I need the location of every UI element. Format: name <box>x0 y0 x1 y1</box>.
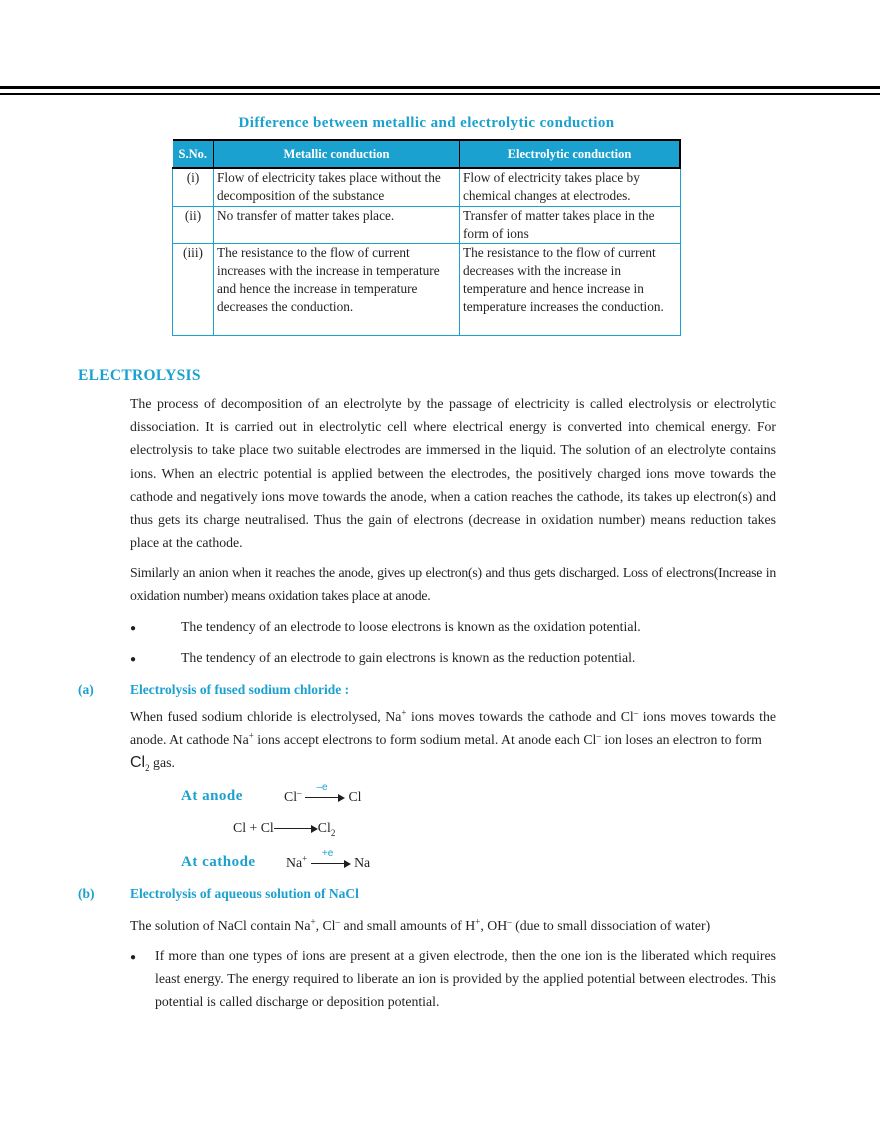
section-a-paragraph: When fused sodium chloride is electrolys… <box>130 705 776 775</box>
bullet-reduction: The tendency of an electrode to gain ele… <box>181 650 636 665</box>
text-run: , OH <box>480 918 508 933</box>
text-run: and small amounts of H <box>340 918 476 933</box>
section-b-paragraph: The solution of NaCl contain Na+, Cl– an… <box>130 914 776 937</box>
section-heading-electrolysis: ELECTROLYSIS <box>78 367 201 384</box>
bullet-discharge-potential: If more than one types of ions are prese… <box>155 948 776 1010</box>
arrow-label: –e <box>316 781 328 793</box>
text-run: When fused sodium chloride is electrolys… <box>130 709 402 724</box>
header-electrolytic: Electrolytic conduction <box>459 139 681 169</box>
text-run: Cl <box>130 754 146 772</box>
table-title: Difference between metallic and electrol… <box>238 115 615 131</box>
cell-metallic: The resistance to the flow of current in… <box>213 242 460 336</box>
subscript: 2 <box>330 827 336 838</box>
cell-electrolytic: Transfer of matter takes place in the fo… <box>459 205 681 244</box>
electrolysis-paragraph-1: The process of decomposition of an elect… <box>130 396 776 551</box>
eq-term: Cl <box>284 789 298 804</box>
header-rule-thick <box>0 86 880 89</box>
header-metallic: Metallic conduction <box>213 139 460 169</box>
reaction-arrow-icon: +e <box>310 848 351 869</box>
electrolysis-paragraph-2: Similarly an anion when it reaches the a… <box>130 565 776 604</box>
comparison-table: S.No. Metallic conduction Electrolytic c… <box>172 139 681 336</box>
superscript: + <box>401 707 407 718</box>
section-a-label: (a) <box>78 682 94 697</box>
table-header-row: S.No. Metallic conduction Electrolytic c… <box>172 139 681 169</box>
bullet-icon: ● <box>130 654 137 665</box>
bullet-icon: ● <box>130 623 137 634</box>
superscript: + <box>302 853 308 864</box>
text-run: ions moves towards the anode. At cathode… <box>130 709 777 748</box>
superscript: – <box>633 707 639 718</box>
text-run: , Cl <box>315 918 336 933</box>
superscript: + <box>310 916 316 927</box>
cell-metallic: Flow of electricity takes place without … <box>213 167 460 207</box>
eq-term: Na <box>286 855 303 870</box>
text-run: ions accept electrons to form sodium met… <box>253 732 597 748</box>
superscript: – <box>507 916 512 927</box>
section-a-title: Electrolysis of fused sodium chloride : <box>130 682 350 697</box>
table-row: (iii) The resistance to the flow of curr… <box>172 242 681 336</box>
text-run: (due to small dissociation of water) <box>511 918 711 933</box>
cell-metallic: No transfer of matter takes place. <box>213 205 460 244</box>
superscript: – <box>297 787 302 798</box>
eq-term: Cl <box>348 789 362 804</box>
superscript: + <box>475 916 481 927</box>
superscript: – <box>596 730 601 741</box>
text-run: gas. <box>149 755 175 771</box>
subscript: 2 <box>145 763 150 774</box>
cell-sno: (iii) <box>172 242 214 336</box>
anode-equation-2: Cl + Cl Cl2 <box>233 820 336 838</box>
cathode-equation: Na+ +e Na <box>286 848 371 871</box>
cell-electrolytic: The resistance to the flow of current de… <box>459 242 681 336</box>
text-run: ion loses an electron to form <box>600 732 762 748</box>
reaction-arrow-icon: –e <box>305 782 345 803</box>
cell-sno: (ii) <box>172 205 214 244</box>
section-b-title: Electrolysis of aqueous solution of NaCl <box>130 886 359 901</box>
superscript: + <box>248 730 254 741</box>
header-sno: S.No. <box>172 139 214 169</box>
cathode-label: At cathode <box>181 854 256 870</box>
eq-term: Cl + Cl <box>233 820 274 835</box>
anode-label: At anode <box>181 788 243 804</box>
text-run: The solution of NaCl contain Na <box>130 918 311 933</box>
table-row: (i) Flow of electricity takes place with… <box>172 167 681 207</box>
anode-equation-1: Cl– –e Cl <box>284 782 362 805</box>
header-rule-thin <box>0 93 880 95</box>
bullet-oxidation: The tendency of an electrode to loose el… <box>181 619 641 634</box>
bullet-icon: ● <box>130 952 137 963</box>
text-run: ions moves towards the cathode and Cl <box>406 709 634 724</box>
cell-electrolytic: Flow of electricity takes place by chemi… <box>459 167 681 207</box>
reaction-arrow-icon <box>273 824 318 834</box>
eq-term: Cl <box>317 820 331 835</box>
superscript: – <box>335 916 341 927</box>
section-b-label: (b) <box>78 886 95 901</box>
arrow-label: +e <box>321 847 334 859</box>
table-row: (ii) No transfer of matter takes place. … <box>172 205 681 244</box>
cell-sno: (i) <box>172 167 214 207</box>
eq-term: Na <box>354 855 371 870</box>
